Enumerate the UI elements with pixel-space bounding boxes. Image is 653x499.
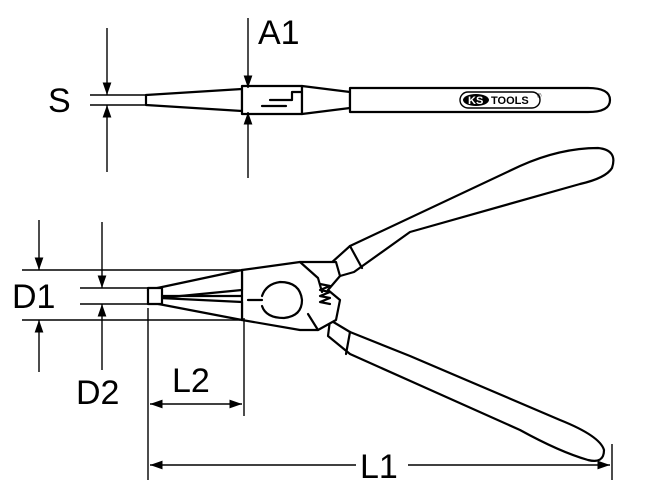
label-l1: L1 bbox=[360, 448, 398, 486]
front-view bbox=[146, 146, 615, 462]
label-d1: D1 bbox=[12, 278, 55, 316]
dimension-s: S bbox=[48, 28, 146, 172]
label-d2: D2 bbox=[76, 374, 119, 412]
label-a1: A1 bbox=[258, 14, 300, 52]
ks-tools-logo: KS TOOLS ® bbox=[459, 91, 542, 109]
label-l2: L2 bbox=[172, 362, 210, 400]
dimension-l1: L1 bbox=[150, 444, 613, 486]
logo-ks-text: KS bbox=[468, 95, 483, 107]
dimension-l2: L2 bbox=[147, 308, 245, 480]
logo-trademark: ® bbox=[537, 93, 542, 100]
label-s: S bbox=[48, 82, 71, 120]
dimension-a1: A1 bbox=[243, 14, 300, 178]
logo-tools-text: TOOLS bbox=[491, 95, 529, 107]
dimension-d1-d2: D1 D2 bbox=[12, 220, 240, 412]
